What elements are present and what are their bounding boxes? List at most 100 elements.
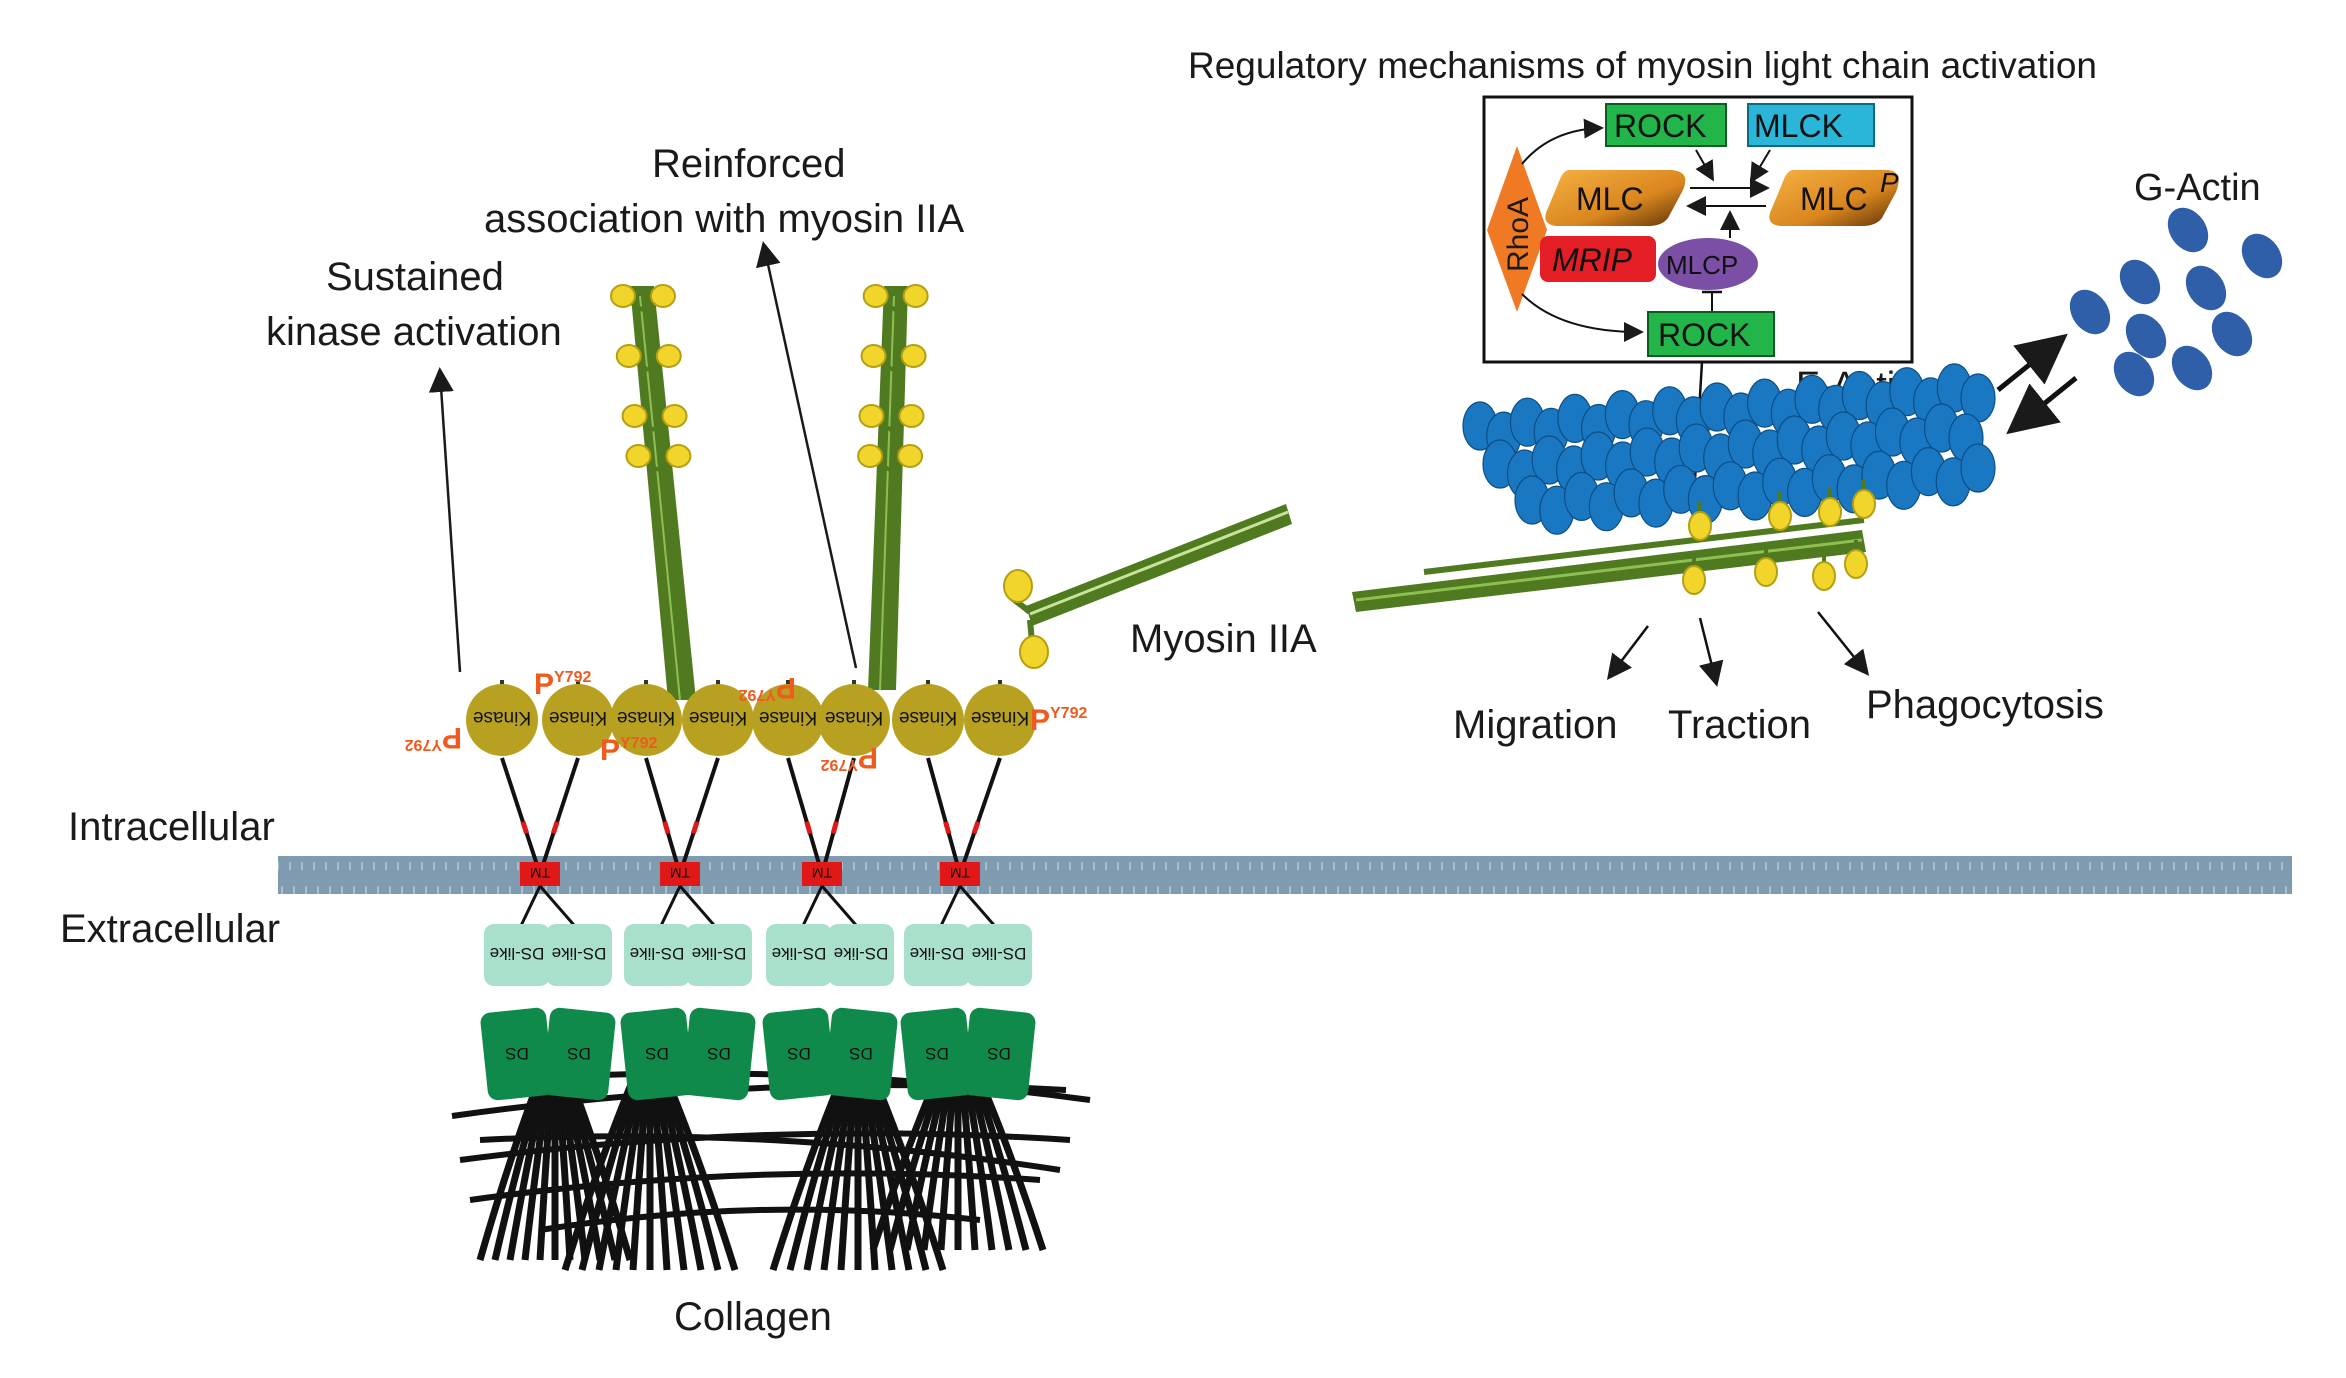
- kinase-domain: [818, 684, 890, 756]
- myosin-head: [900, 344, 927, 368]
- ds-like-label: DS-like: [692, 944, 747, 963]
- ds-like-label: DS-like: [552, 944, 607, 963]
- kinase-label: Kinase: [971, 707, 1029, 728]
- intracellular-label: Intracellular: [68, 805, 275, 849]
- g-actin-label: G-Actin: [2134, 167, 2261, 209]
- myosin-head: [655, 344, 682, 368]
- ds-like-label: DS-like: [630, 944, 685, 963]
- ds-domain: [620, 1007, 694, 1101]
- ds-like-label: DS-like: [834, 944, 889, 963]
- myosin-head: [1682, 565, 1706, 595]
- g-actin-monomer: [2171, 345, 2213, 391]
- phospho-y792-label: Y792: [821, 756, 858, 773]
- f-actin-monomer: [1960, 443, 1996, 493]
- ds-label: DS: [849, 1044, 873, 1063]
- sustained-label-line2: kinase activation: [266, 310, 562, 354]
- kinase-domain: [542, 684, 614, 756]
- kinase-label: Kinase: [473, 707, 531, 728]
- mlc-phospho-label: P: [1880, 167, 1899, 198]
- myosin-head: [615, 344, 642, 368]
- myosin-head: [1768, 501, 1792, 531]
- ds-label: DS: [987, 1044, 1011, 1063]
- tm-domain: [660, 862, 700, 886]
- ds-domain: [762, 1007, 836, 1101]
- phospho-y792-label: Y792: [405, 736, 442, 753]
- ds-domain: [480, 1007, 554, 1101]
- traction-label: Traction: [1668, 703, 1811, 747]
- ds-like-domain: [686, 924, 752, 986]
- collagen-crosslink: [459, 1130, 1071, 1163]
- myosin-head: [857, 444, 884, 468]
- myosin-head: [902, 284, 929, 308]
- kinase-label: Kinase: [759, 707, 817, 728]
- mlc-activation-title: Regulatory mechanisms of myosin light ch…: [1188, 45, 2097, 86]
- ds-like-domain: [484, 924, 550, 986]
- kinase-domain: [892, 684, 964, 756]
- ds-like-domain: [766, 924, 832, 986]
- mlc-left-shape: [1545, 170, 1686, 226]
- phospho-p-letter: P: [534, 668, 554, 701]
- traction-arrow: [1698, 617, 1724, 687]
- receptor-stalk-marker: [690, 821, 700, 835]
- ds-like-domain: [546, 924, 612, 986]
- receptor-stalk-marker: [971, 820, 981, 835]
- g-actin-monomer: [2241, 233, 2283, 279]
- migration-arrow: [1606, 625, 1649, 680]
- tm-domain-label: TM: [530, 865, 550, 881]
- phospho-y792-label: Y792: [1050, 705, 1087, 722]
- ds-label: DS: [925, 1044, 949, 1063]
- phagocytosis-label: Phagocytosis: [1866, 683, 2104, 727]
- tm-domain-label: TM: [812, 865, 832, 881]
- g-actin-monomer: [2119, 259, 2161, 305]
- mlck-to-mlc-arrow: [1749, 149, 1771, 184]
- myosin-head: [1754, 557, 1778, 587]
- receptor-stalk: [786, 757, 824, 875]
- mrip-box: [1540, 236, 1656, 282]
- myosin-rod-highlight: [879, 295, 895, 691]
- mrip-label: MRIP: [1552, 242, 1633, 278]
- collagen-label: Collagen: [674, 1295, 832, 1339]
- phospho-y792-label: Y792: [554, 669, 591, 686]
- ds-domain: [542, 1007, 616, 1101]
- g-actin-monomer: [2211, 311, 2253, 357]
- myosin-head: [897, 444, 924, 468]
- f-to-g-actin-arrow: [1996, 333, 2068, 392]
- phospho-y792-label: Y792: [620, 735, 657, 752]
- receptor-stalk-marker: [662, 821, 671, 835]
- rhoa-to-rock-top-arrow: [1521, 118, 1604, 165]
- rock-top-box: [1605, 103, 1727, 147]
- mlc-right-shape: [1769, 170, 1899, 226]
- myosin-head: [609, 284, 636, 308]
- receptor-stalk-marker: [943, 821, 952, 835]
- sustained-arrow: [428, 367, 462, 673]
- myosin-head: [862, 284, 889, 308]
- rhoa-diamond: [1487, 146, 1547, 312]
- kinase-label: Kinase: [549, 707, 607, 728]
- ds-like-label: DS-like: [772, 944, 827, 963]
- phospho-p-letter: P: [776, 671, 796, 704]
- reinforced-label-line2: association with myosin IIA: [484, 197, 965, 241]
- myosin-head: [860, 344, 887, 368]
- ds-label: DS: [707, 1044, 731, 1063]
- myosin-iia-label: Myosin IIA: [1130, 617, 1317, 661]
- collagen-crosslink: [539, 1206, 981, 1233]
- rock-bottom-label: ROCK: [1658, 317, 1750, 353]
- mlc-left-label: MLC: [1576, 181, 1644, 217]
- mlcp-ellipse: [1658, 238, 1758, 290]
- kinase-label: Kinase: [825, 707, 883, 728]
- ds-like-label: DS-like: [972, 944, 1027, 963]
- myosin-head: [1844, 549, 1868, 579]
- myosin-iia-filament-left: [1003, 504, 1292, 669]
- tm-domain: [940, 862, 980, 886]
- rhoa-label: RhoA: [1502, 197, 1535, 272]
- g-actin-cluster: [2069, 207, 2283, 397]
- ddr1-receptor-dimers: TMDS-likeDSDS-likeDSTMDS-likeDSDS-likeDS…: [405, 668, 1087, 1101]
- f-actin-filament: [1462, 363, 1996, 535]
- mlcp-label: MLCP: [1666, 250, 1738, 280]
- myosin-head: [665, 444, 692, 468]
- kinase-label: Kinase: [899, 707, 957, 728]
- myosin-rod: [630, 286, 696, 700]
